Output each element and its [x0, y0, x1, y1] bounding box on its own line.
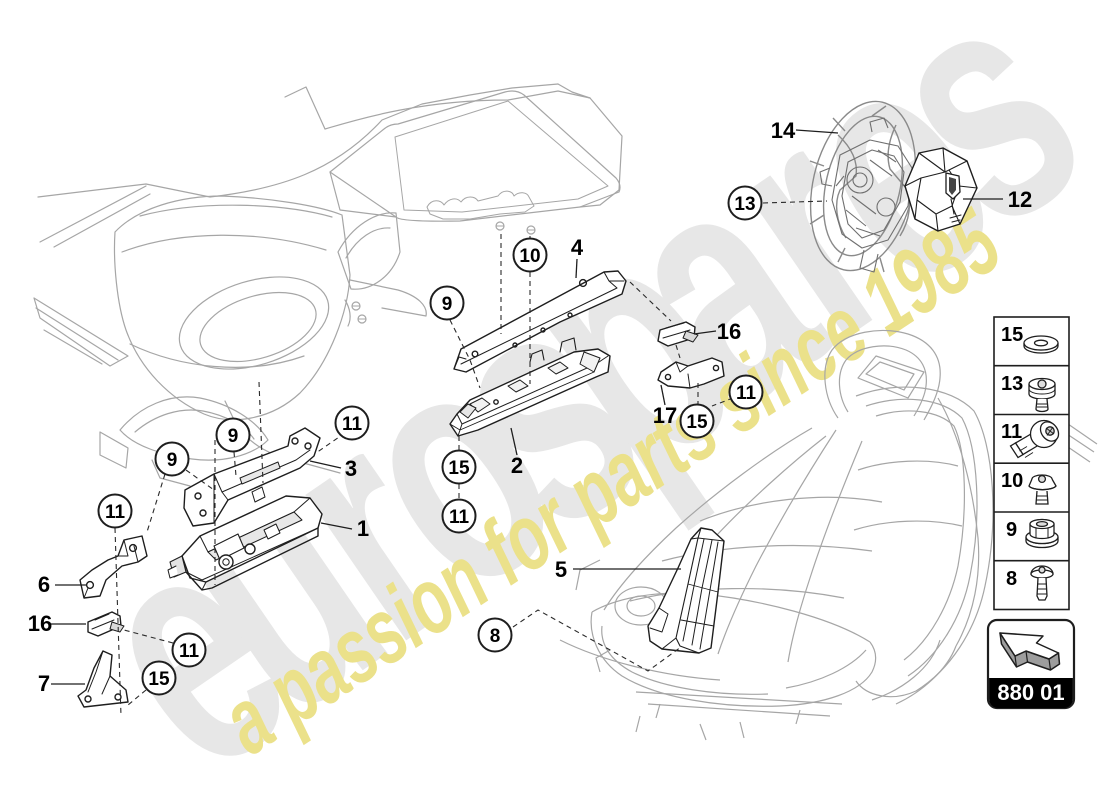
svg-text:4: 4 — [571, 235, 584, 260]
svg-text:15: 15 — [448, 458, 470, 479]
svg-text:9: 9 — [167, 450, 178, 471]
svg-text:15: 15 — [686, 412, 708, 433]
svg-text:9: 9 — [1006, 519, 1017, 541]
svg-text:2: 2 — [511, 453, 523, 478]
svg-text:15: 15 — [148, 669, 170, 690]
svg-text:9: 9 — [442, 294, 453, 315]
svg-text:11: 11 — [449, 507, 470, 528]
svg-text:3: 3 — [345, 456, 357, 481]
svg-text:9: 9 — [228, 426, 239, 447]
svg-text:10: 10 — [519, 246, 540, 267]
svg-text:17: 17 — [653, 403, 677, 428]
svg-text:1: 1 — [357, 516, 369, 541]
svg-text:7: 7 — [38, 671, 50, 696]
svg-text:11: 11 — [179, 641, 200, 662]
svg-text:6: 6 — [38, 572, 50, 597]
svg-text:11: 11 — [105, 502, 126, 523]
svg-text:15: 15 — [1001, 324, 1023, 346]
svg-text:880 01: 880 01 — [997, 680, 1064, 705]
svg-text:11: 11 — [342, 414, 363, 435]
svg-text:11: 11 — [736, 383, 757, 404]
svg-text:13: 13 — [1001, 373, 1023, 395]
svg-text:8: 8 — [490, 626, 501, 647]
svg-text:12: 12 — [1008, 187, 1032, 212]
svg-text:8: 8 — [1006, 568, 1017, 590]
svg-text:16: 16 — [717, 319, 741, 344]
svg-text:13: 13 — [734, 194, 755, 215]
svg-text:16: 16 — [28, 611, 52, 636]
svg-text:5: 5 — [555, 557, 567, 582]
svg-text:11: 11 — [1001, 421, 1022, 443]
svg-text:10: 10 — [1001, 470, 1023, 492]
svg-text:14: 14 — [771, 118, 796, 143]
